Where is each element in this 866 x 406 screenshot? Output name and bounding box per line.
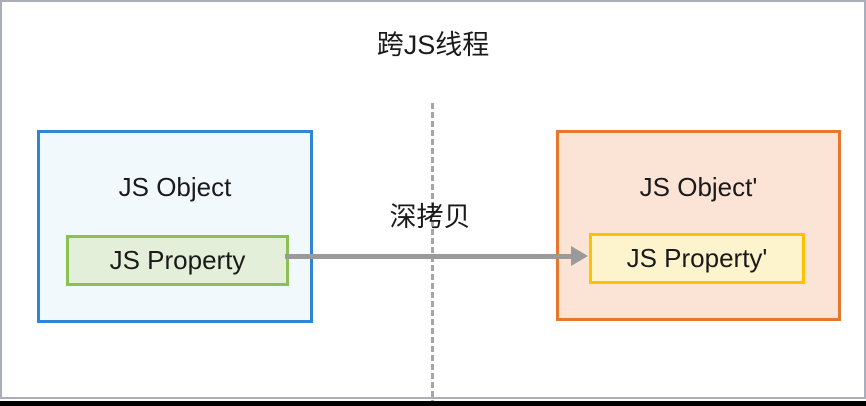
source-js-object-title: JS Object bbox=[118, 172, 232, 202]
source-js-property-box: JS Property bbox=[66, 235, 289, 286]
deep-copy-arrow-line bbox=[285, 254, 575, 259]
deep-copy-arrow-head-icon bbox=[571, 246, 588, 266]
target-js-object-box: JS Object' JS Property' bbox=[556, 130, 841, 321]
target-js-object-title: JS Object' bbox=[639, 172, 758, 202]
diagram-title: 跨JS线程 bbox=[376, 30, 490, 60]
deep-copy-arrow-label: 深拷贝 bbox=[389, 202, 471, 232]
source-js-property-label: JS Property bbox=[109, 245, 246, 275]
bottom-edge-bar bbox=[0, 401, 866, 406]
target-js-property-label: JS Property' bbox=[626, 243, 768, 273]
source-js-object-box: JS Object JS Property bbox=[37, 130, 313, 323]
target-js-property-box: JS Property' bbox=[589, 233, 805, 284]
